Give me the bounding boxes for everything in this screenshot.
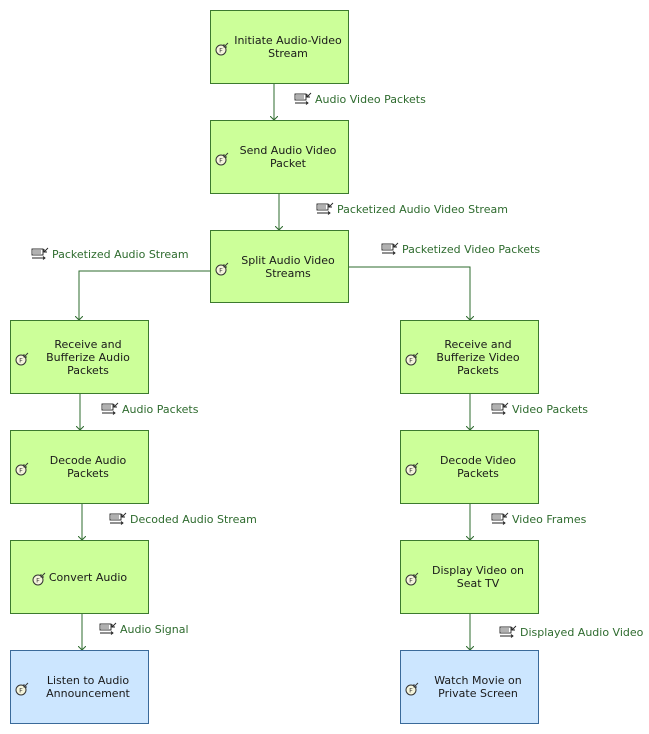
flow-label-packetized-audio[interactable]: Packetized Audio Stream xyxy=(31,247,189,261)
node-listen-announcement[interactable]: F Listen to Audio Announcement xyxy=(10,650,149,724)
node-receive-video[interactable]: F Receive and Bufferize Video Packets xyxy=(400,320,539,394)
node-label: Listen to Audio Announcement xyxy=(46,674,130,700)
node-label: Convert Audio xyxy=(48,570,128,584)
node-send-packet[interactable]: F Send Audio Video Packet xyxy=(210,120,349,194)
flow-label-text: Audio Video Packets xyxy=(315,92,426,106)
function-icon: F xyxy=(405,682,419,696)
flow-label-packetized-av-stream[interactable]: Packetized Audio Video Stream xyxy=(316,202,508,216)
edge-split-recv-video xyxy=(349,266,470,320)
svg-text:F: F xyxy=(409,577,413,585)
function-icon: F xyxy=(15,682,29,696)
node-split-streams[interactable]: F Split Audio Video Streams xyxy=(210,230,349,303)
item-flow-icon xyxy=(316,202,334,215)
svg-text:F: F xyxy=(219,47,223,55)
function-icon: F xyxy=(215,42,229,56)
node-label: Send Audio Video Packet xyxy=(239,144,337,170)
item-flow-icon xyxy=(294,92,312,105)
edge-split-recv-audio xyxy=(79,270,210,320)
flow-label-audio-signal[interactable]: Audio Signal xyxy=(99,622,189,636)
node-label: Watch Movie on Private Screen xyxy=(434,674,522,700)
svg-text:F: F xyxy=(19,467,23,475)
node-label: Initiate Audio-Video Stream xyxy=(234,34,342,60)
node-label: Decode Video Packets xyxy=(439,454,517,480)
node-display-video[interactable]: F Display Video on Seat TV xyxy=(400,540,539,614)
node-label: Display Video on Seat TV xyxy=(431,564,525,590)
flow-label-displayed-av[interactable]: Displayed Audio Video xyxy=(499,625,643,639)
flow-label-video-frames[interactable]: Video Frames xyxy=(491,512,586,526)
svg-text:F: F xyxy=(219,266,223,274)
item-flow-icon xyxy=(491,402,509,415)
function-icon: F xyxy=(405,462,419,476)
svg-text:F: F xyxy=(409,357,413,365)
node-decode-video[interactable]: F Decode Video Packets xyxy=(400,430,539,504)
item-flow-icon xyxy=(499,625,517,638)
item-flow-icon xyxy=(491,512,509,525)
flow-label-av-packets[interactable]: Audio Video Packets xyxy=(294,92,426,106)
item-flow-icon xyxy=(31,247,49,260)
flow-label-audio-packets[interactable]: Audio Packets xyxy=(101,402,198,416)
item-flow-icon xyxy=(109,512,127,525)
flow-label-text: Displayed Audio Video xyxy=(520,625,644,639)
svg-text:F: F xyxy=(19,357,23,365)
flow-label-text: Video Frames xyxy=(512,512,587,526)
svg-text:F: F xyxy=(36,577,40,585)
item-flow-icon xyxy=(101,402,119,415)
function-icon: F xyxy=(405,352,419,366)
flow-label-decoded-audio[interactable]: Decoded Audio Stream xyxy=(109,512,257,526)
function-icon: F xyxy=(405,572,419,586)
node-label: Decode Audio Packets xyxy=(49,454,127,480)
svg-text:F: F xyxy=(409,467,413,475)
flow-label-text: Decoded Audio Stream xyxy=(130,512,257,526)
svg-text:F: F xyxy=(19,687,23,695)
svg-text:F: F xyxy=(409,687,413,695)
node-label: Receive and Bufferize Video Packets xyxy=(436,337,520,377)
node-label: Receive and Bufferize Audio Packets xyxy=(46,337,130,377)
flow-label-text: Audio Signal xyxy=(120,622,189,636)
flow-label-text: Packetized Video Packets xyxy=(402,242,541,256)
node-watch-movie[interactable]: F Watch Movie on Private Screen xyxy=(400,650,539,724)
flow-label-text: Audio Packets xyxy=(122,402,199,416)
node-convert-audio[interactable]: F Convert Audio xyxy=(10,540,149,614)
flow-label-text: Video Packets xyxy=(512,402,589,416)
flow-label-text: Packetized Audio Video Stream xyxy=(337,202,508,216)
function-icon: F xyxy=(215,152,229,166)
flow-label-video-packets[interactable]: Video Packets xyxy=(491,402,588,416)
function-icon: F xyxy=(215,262,229,275)
flow-label-text: Packetized Audio Stream xyxy=(52,247,189,261)
item-flow-icon xyxy=(99,622,117,635)
node-decode-audio[interactable]: F Decode Audio Packets xyxy=(10,430,149,504)
node-receive-audio[interactable]: F Receive and Bufferize Audio Packets xyxy=(10,320,149,394)
item-flow-icon xyxy=(381,242,399,255)
node-label: Split Audio Video Streams xyxy=(241,253,335,280)
node-initiate-stream[interactable]: F Initiate Audio-Video Stream xyxy=(210,10,349,84)
function-icon: F xyxy=(15,462,29,476)
function-icon: F xyxy=(32,572,46,586)
flow-label-packetized-video[interactable]: Packetized Video Packets xyxy=(381,242,540,256)
function-icon: F xyxy=(15,352,29,366)
svg-text:F: F xyxy=(219,157,223,165)
